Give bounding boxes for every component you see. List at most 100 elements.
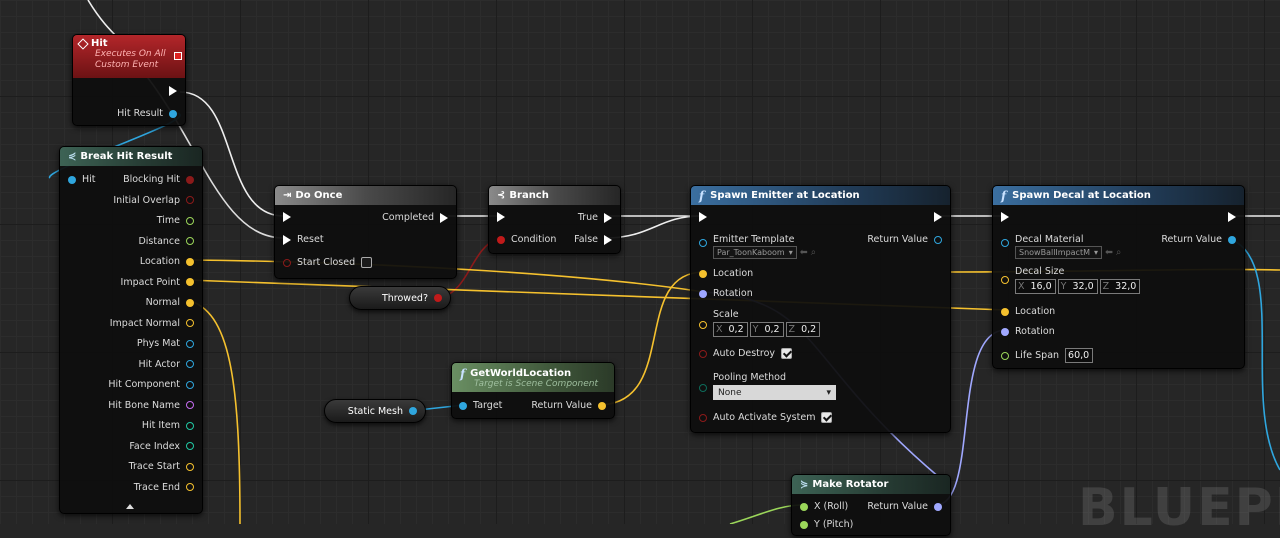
use-asset-icon[interactable]: ⬅ bbox=[1105, 247, 1113, 258]
emitter-template-picker[interactable]: Par_ToonKaboom▾ bbox=[713, 246, 797, 259]
branch-false-pin[interactable] bbox=[604, 234, 612, 245]
break-hit-out-label: Face Index bbox=[129, 440, 180, 452]
break-hit-out-row: Hit Item bbox=[142, 420, 194, 431]
break-hit-out-pin[interactable] bbox=[186, 401, 194, 409]
auto-activate-pin[interactable] bbox=[699, 413, 707, 422]
break-hit-out-pin[interactable] bbox=[186, 257, 194, 266]
break-hit-out-pin[interactable] bbox=[186, 339, 194, 348]
decal-location-pin[interactable] bbox=[1001, 307, 1009, 316]
rotator-pitch-pin[interactable] bbox=[800, 520, 808, 529]
function-icon: f bbox=[460, 366, 466, 381]
branch-condition-pin[interactable] bbox=[497, 235, 505, 244]
auto-activate-checkbox[interactable] bbox=[821, 412, 833, 423]
browse-asset-icon[interactable]: ⌕ bbox=[1115, 247, 1122, 258]
do-once-exec-in[interactable] bbox=[283, 212, 291, 222]
decal-material-picker[interactable]: SnowBallImpactM▾ bbox=[1015, 246, 1103, 259]
break-hit-out-label: Normal bbox=[145, 297, 180, 308]
break-hit-title: Break Hit Result bbox=[80, 151, 173, 162]
auto-destroy-checkbox[interactable] bbox=[781, 348, 793, 359]
break-hit-out-pin[interactable] bbox=[186, 216, 194, 225]
dropdown-icon: ▾ bbox=[788, 248, 793, 257]
hit-event-sub1: Executes On All bbox=[95, 49, 166, 59]
emitter-location-pin[interactable] bbox=[699, 269, 707, 278]
hit-event-node[interactable]: Hit Executes On All Custom Event Hit Res… bbox=[72, 34, 186, 126]
gwl-target-label: Target bbox=[473, 400, 503, 411]
start-closed-checkbox[interactable] bbox=[361, 257, 373, 268]
static-mesh-pin[interactable] bbox=[409, 407, 417, 415]
do-once-completed-pin[interactable] bbox=[440, 212, 448, 223]
browse-asset-icon[interactable]: ⌕ bbox=[810, 247, 817, 258]
break-hit-out-label: Hit Actor bbox=[138, 358, 180, 370]
break-hit-out-row: Blocking Hit bbox=[123, 174, 194, 185]
branch-true-pin[interactable] bbox=[604, 212, 612, 223]
pooling-method-pin[interactable] bbox=[699, 384, 707, 392]
break-hit-out-row: Hit Bone Name bbox=[108, 400, 194, 411]
hit-result-pin[interactable] bbox=[169, 109, 177, 118]
hit-exec-out-pin[interactable] bbox=[169, 86, 177, 96]
branch-exec-in[interactable] bbox=[497, 212, 505, 222]
break-hit-out-pin[interactable] bbox=[186, 360, 194, 368]
emitter-return-pin[interactable] bbox=[934, 235, 942, 244]
lifespan-value: 60,0 bbox=[1068, 350, 1090, 361]
throwed-pin[interactable] bbox=[434, 294, 442, 302]
break-hit-out-pin[interactable] bbox=[186, 483, 194, 491]
branch-true-label: True bbox=[577, 212, 598, 223]
decal-material-pin[interactable] bbox=[1001, 239, 1009, 247]
do-once-reset-pin[interactable] bbox=[283, 234, 291, 245]
break-hit-out-pin[interactable] bbox=[186, 462, 194, 471]
spawn-decal-node[interactable]: f Spawn Decal at Location Decal Material… bbox=[992, 185, 1245, 369]
emitter-exec-out[interactable] bbox=[934, 212, 942, 222]
break-hit-out-row: Distance bbox=[138, 236, 194, 247]
rotator-roll-label: X (Roll) bbox=[814, 501, 849, 512]
lifespan-field[interactable]: 60,0 bbox=[1065, 348, 1094, 363]
break-hit-out-pin[interactable] bbox=[186, 175, 194, 184]
gwl-target-pin[interactable] bbox=[459, 401, 467, 410]
branch-header: ⊰ Branch bbox=[489, 186, 620, 205]
throwed-variable-node[interactable]: Throwed? bbox=[349, 286, 451, 310]
start-closed-pin[interactable] bbox=[283, 258, 291, 267]
break-hit-out-pin[interactable] bbox=[186, 196, 194, 204]
make-rotator-header: ⋟ Make Rotator bbox=[792, 475, 950, 494]
auto-destroy-pin[interactable] bbox=[699, 349, 707, 358]
rotator-return-pin[interactable] bbox=[934, 502, 942, 511]
static-mesh-variable-node[interactable]: Static Mesh bbox=[324, 399, 426, 423]
break-hit-out-pin[interactable] bbox=[186, 380, 194, 389]
rotator-roll-pin[interactable] bbox=[800, 502, 808, 511]
break-hit-in-pin[interactable] bbox=[68, 175, 76, 184]
break-hit-out-pin[interactable] bbox=[186, 298, 194, 307]
decal-rotation-pin[interactable] bbox=[1001, 327, 1009, 336]
collapse-arrow-icon[interactable] bbox=[126, 504, 134, 509]
decal-return-pin[interactable] bbox=[1228, 235, 1236, 244]
get-world-location-node[interactable]: f GetWorldLocation Target is Scene Compo… bbox=[451, 362, 615, 419]
emitter-scale-label: Scale bbox=[713, 309, 739, 320]
break-hit-out-pin[interactable] bbox=[186, 319, 194, 327]
emitter-template-pin[interactable] bbox=[699, 239, 707, 247]
gwl-return-label: Return Value bbox=[531, 400, 592, 411]
break-hit-out-pin[interactable] bbox=[186, 237, 194, 245]
emitter-rotation-pin[interactable] bbox=[699, 289, 707, 298]
emitter-exec-in[interactable] bbox=[699, 212, 707, 222]
decal-lifespan-pin[interactable] bbox=[1001, 351, 1009, 360]
emitter-scale-pin[interactable] bbox=[699, 321, 707, 329]
make-rotator-node[interactable]: ⋟ Make Rotator X (Roll) Return Value Y (… bbox=[791, 474, 951, 536]
branch-node[interactable]: ⊰ Branch True Condition False bbox=[488, 185, 621, 254]
break-hit-out-pin[interactable] bbox=[186, 421, 194, 430]
decal-exec-in[interactable] bbox=[1001, 212, 1009, 222]
gwl-return-pin[interactable] bbox=[598, 401, 606, 410]
break-hit-out-pin[interactable] bbox=[186, 278, 194, 286]
decal-size-pin[interactable] bbox=[1001, 276, 1009, 284]
use-asset-icon[interactable]: ⬅ bbox=[799, 247, 808, 258]
do-once-node[interactable]: ⇥ Do Once Completed Reset Start Closed bbox=[274, 185, 457, 279]
pooling-method-dropdown[interactable]: None▾ bbox=[713, 385, 836, 400]
break-hit-out-pin[interactable] bbox=[186, 442, 194, 450]
spawn-emitter-node[interactable]: f Spawn Emitter at Location Emitter Temp… bbox=[690, 185, 951, 433]
decal-exec-out[interactable] bbox=[1228, 212, 1236, 222]
decal-rotation-label: Rotation bbox=[1015, 326, 1055, 337]
